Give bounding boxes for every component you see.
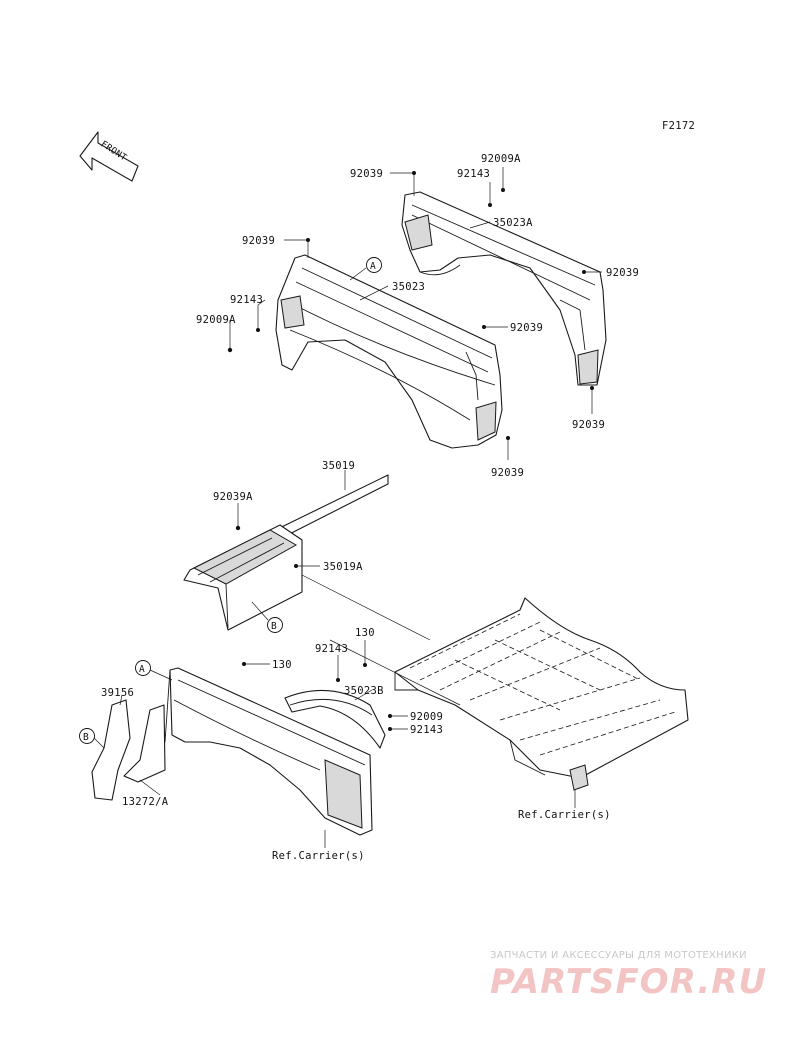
mud-guard-35019 xyxy=(183,474,389,631)
carrier-floor xyxy=(394,597,689,791)
label-92143-top: 92143 xyxy=(457,168,490,180)
label-92143-lower: 92143 xyxy=(410,724,443,736)
label-92143-low: 92143 xyxy=(315,643,348,655)
label-35023: 35023 xyxy=(392,281,425,293)
label-92009a-mid: 92009A xyxy=(196,314,236,326)
svg-text:A: A xyxy=(370,261,376,272)
label-13272a: 13272/A xyxy=(122,796,169,808)
part-labels: 92039 92009A 92143 35023A 92039 92039 92… xyxy=(101,153,639,862)
fender-35023a xyxy=(401,191,607,386)
watermark-logo: PARTSFOR.RU xyxy=(490,962,768,1002)
label-130-left: 130 xyxy=(272,659,292,671)
label-ref-carrier-right: Ref.Carrier(s) xyxy=(518,809,611,821)
label-ref-carrier-left: Ref.Carrier(s) xyxy=(272,850,365,862)
label-92039-right: 92039 xyxy=(606,267,639,279)
label-92039-mid-low: 92039 xyxy=(491,467,524,479)
svg-text:B: B xyxy=(271,621,277,632)
label-35023b: 35023B xyxy=(344,685,384,697)
label-92009: 92009 xyxy=(410,711,443,723)
label-92039-right-low: 92039 xyxy=(572,419,605,431)
label-92009a-top: 92009A xyxy=(481,153,521,165)
label-92039-mid: 92039 xyxy=(242,235,275,247)
leader-lines xyxy=(119,167,602,848)
svg-text:B: B xyxy=(83,732,89,743)
label-92039-top: 92039 xyxy=(350,168,383,180)
side-panel xyxy=(164,667,373,836)
watermark-tagline: ЗАПЧАСТИ И АКСЕССУАРЫ ДЛЯ МОТОТЕХНИКИ xyxy=(490,950,747,961)
label-130-top: 130 xyxy=(355,627,375,639)
label-35023a: 35023A xyxy=(493,217,533,229)
label-92039-mid-right: 92039 xyxy=(510,322,543,334)
label-35019: 35019 xyxy=(322,460,355,472)
ref-marker-a-top: A xyxy=(349,257,382,281)
fender-liner-35023b xyxy=(284,689,386,749)
ref-marker-b-mid: B xyxy=(251,601,283,633)
ref-marker-b-bottom: B xyxy=(79,728,105,749)
label-92039a: 92039A xyxy=(213,491,253,503)
mud-flap-39156 xyxy=(91,699,166,801)
fender-35023 xyxy=(275,254,503,449)
label-35019a: 35019A xyxy=(323,561,363,573)
ref-marker-a-bottom: A xyxy=(135,660,173,681)
label-92143-mid: 92143 xyxy=(230,294,263,306)
figure-code: F2172 xyxy=(662,120,695,132)
label-39156: 39156 xyxy=(101,687,134,699)
svg-text:A: A xyxy=(139,664,145,675)
front-arrow-icon: FRONT xyxy=(79,131,139,182)
